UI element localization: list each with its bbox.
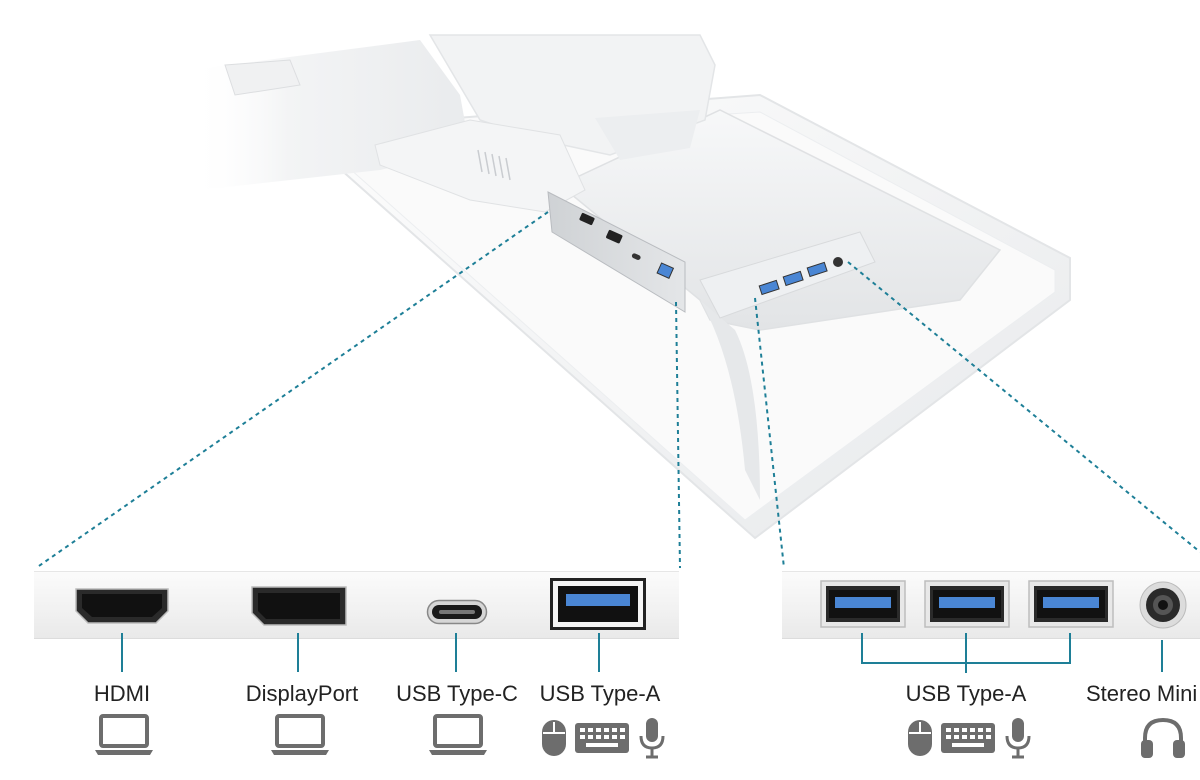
label-displayport: DisplayPort <box>245 681 359 706</box>
usb-a-hub-port-2 <box>924 580 1010 628</box>
connector-line-displayport <box>297 633 299 672</box>
port-strip-right <box>782 571 1200 639</box>
usb-a-hub-port-3 <box>1028 580 1114 628</box>
usb-a-hub-port-1 <box>820 580 906 628</box>
keyboard-icon <box>941 723 995 753</box>
leader-lines <box>35 211 1200 569</box>
label-usb-a-hub: USB Type-A <box>905 681 1027 706</box>
connector-line-hdmi <box>121 633 123 672</box>
hdmi-port <box>75 588 169 624</box>
connector-line-usb-a-upstream <box>598 633 600 672</box>
port-strip-left <box>34 571 679 639</box>
headphones-icon <box>1141 717 1185 758</box>
microphone-icon <box>639 718 665 759</box>
laptop-icon <box>95 714 153 755</box>
keyboard-icon <box>575 723 629 753</box>
rear-io-plate <box>547 191 686 313</box>
stereo-mini-jack-port <box>1139 581 1187 629</box>
mouse-icon <box>908 720 932 756</box>
displayport-port <box>251 586 347 626</box>
usb-hub-bracket <box>861 633 1071 673</box>
rear-usb-hub-ports <box>758 257 843 296</box>
laptop-icon <box>271 714 329 755</box>
microphone-icon <box>1005 718 1031 759</box>
label-stereo-mini-jack: Stereo Mini J <box>1086 681 1200 706</box>
usb-c-port <box>426 599 488 625</box>
laptop-icon <box>429 714 487 755</box>
label-usb-a-upstream: USB Type-A <box>539 681 661 706</box>
mouse-icon <box>542 720 566 756</box>
label-hdmi: HDMI <box>93 681 151 706</box>
connector-line-audio <box>1161 640 1163 672</box>
connector-line-usb-c <box>455 633 457 672</box>
label-usb-c: USB Type-C <box>396 681 518 706</box>
usb-a-upstream-port <box>550 578 646 630</box>
monitor-stand <box>190 34 716 213</box>
